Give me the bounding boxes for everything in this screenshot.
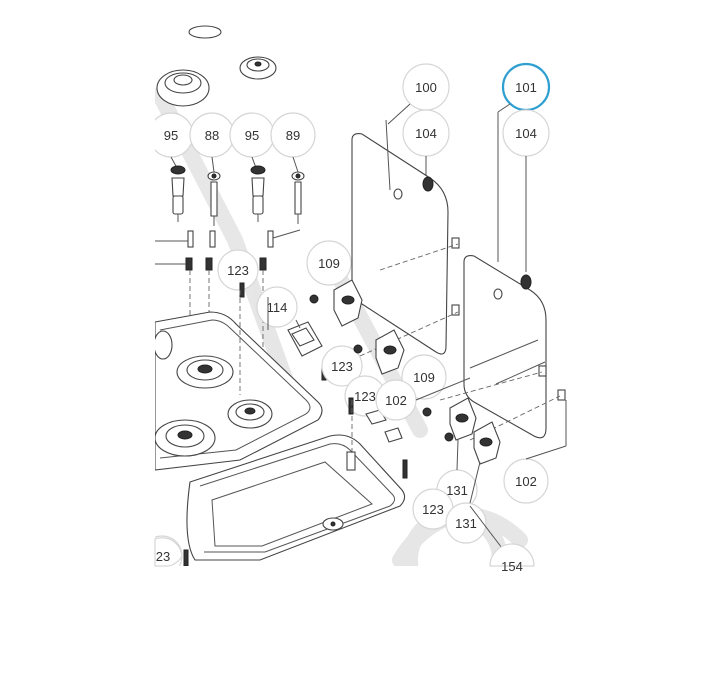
glass-lid-100 <box>351 119 449 355</box>
screw-123c <box>348 397 354 415</box>
callout-label: 104 <box>515 126 537 141</box>
callout-label: 131 <box>455 516 477 531</box>
callout-102a[interactable]: 102 <box>375 379 417 421</box>
burner-cap-top <box>188 25 222 39</box>
callout-123c[interactable]: 123 <box>344 375 386 417</box>
callout-label: 101 <box>515 80 537 95</box>
callout-label: 104 <box>415 126 437 141</box>
callout-88[interactable]: 88 <box>189 112 235 158</box>
hinge-lower-right <box>473 421 501 465</box>
callout-label: 123 <box>227 263 249 278</box>
callout-label: 109 <box>318 256 340 271</box>
screw-sink <box>402 459 408 479</box>
callout-label: 131 <box>446 483 468 498</box>
callout-123b[interactable]: 123 <box>321 345 363 387</box>
callout-123d[interactable]: 123 <box>412 488 454 530</box>
knob-spindle-2 <box>207 171 221 226</box>
washer-109b <box>422 407 432 417</box>
burner-cap-large <box>156 69 210 107</box>
screw-123a <box>239 282 245 298</box>
callout-104a[interactable]: 104 <box>402 109 450 157</box>
callout-104b[interactable]: 104 <box>502 109 550 157</box>
hinge-pin-3 <box>538 365 547 377</box>
callout-label: 89 <box>286 128 300 143</box>
clip-piece-2 <box>384 427 403 443</box>
callout-label: 100 <box>415 80 437 95</box>
callout-100[interactable]: 100 <box>402 63 450 111</box>
knob-spindle-1 <box>170 165 186 222</box>
callout-label: 123 <box>354 389 376 404</box>
callout-109b[interactable]: 109 <box>401 354 447 400</box>
bottom-crop <box>0 566 720 668</box>
callout-label: 95 <box>164 128 178 143</box>
callout-label: 88 <box>205 128 219 143</box>
sink-basin <box>186 400 406 561</box>
screw-23 <box>183 549 189 567</box>
hinge-pin-1 <box>451 237 460 249</box>
hinge-upper-right <box>449 397 477 441</box>
burner-cap-small <box>239 56 277 80</box>
callout-95b[interactable]: 95 <box>229 112 275 158</box>
hinge-pin-4 <box>557 389 566 401</box>
knob-spindle-3 <box>250 165 266 222</box>
washer-lower <box>444 432 454 442</box>
ignition-module <box>287 319 323 357</box>
glass-lid-101 <box>463 255 547 439</box>
callout-label: 114 <box>267 300 288 315</box>
hob-plate <box>153 290 323 471</box>
callout-101[interactable]: 101 <box>501 62 551 112</box>
callout-label: 154 <box>501 559 523 574</box>
hinge-pin-2 <box>451 304 460 316</box>
callout-label: 102 <box>515 474 537 489</box>
callout-154-visible: 154 <box>489 543 535 574</box>
callout-23-visible: 23 <box>154 537 183 567</box>
left-crop <box>0 0 155 566</box>
callout-123a[interactable]: 123 <box>217 249 259 291</box>
washer-123b <box>353 344 363 354</box>
callout-102b[interactable]: 102 <box>503 458 549 504</box>
screw-row <box>155 229 301 271</box>
callout-95a[interactable]: 95 <box>148 112 194 158</box>
callout-114[interactable]: 114 <box>256 286 298 328</box>
washer-109a <box>309 294 319 304</box>
callout-131b[interactable]: 131 <box>445 502 487 544</box>
callout-label: 23 <box>156 549 170 564</box>
callout-109a[interactable]: 109 <box>306 240 352 286</box>
knob-spindle-4 <box>291 171 305 224</box>
callout-label: 102 <box>385 393 407 408</box>
callout-89[interactable]: 89 <box>270 112 316 158</box>
callout-label: 123 <box>422 502 444 517</box>
callout-label: 109 <box>413 370 435 385</box>
callout-label: 123 <box>331 359 353 374</box>
hinge-lower-left <box>375 329 405 375</box>
callout-label: 95 <box>245 128 259 143</box>
hinge-upper-left <box>333 279 363 327</box>
